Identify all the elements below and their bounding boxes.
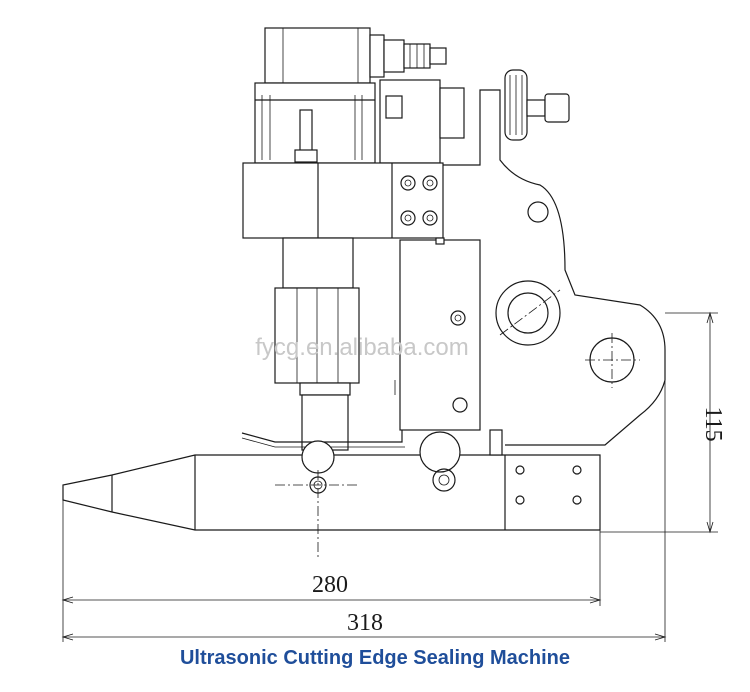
screw-icon — [400, 175, 438, 226]
horn-assembly — [274, 237, 360, 451]
dimension-lines — [61, 311, 718, 642]
watermark: fycg.en.alibaba.com — [255, 334, 468, 361]
frame-holes — [450, 201, 640, 413]
dimension-280-label: 280 — [312, 572, 348, 598]
transducer-housing — [254, 27, 447, 164]
wire-guide — [241, 430, 403, 443]
clamp-block — [242, 162, 445, 245]
mounting-frame — [379, 69, 666, 446]
dimension-height-label: 115 — [700, 406, 726, 441]
caption: Ultrasonic Cutting Edge Sealing Machine — [179, 647, 571, 669]
dimension-318-label: 318 — [347, 610, 383, 636]
cutting-arm — [62, 429, 601, 560]
